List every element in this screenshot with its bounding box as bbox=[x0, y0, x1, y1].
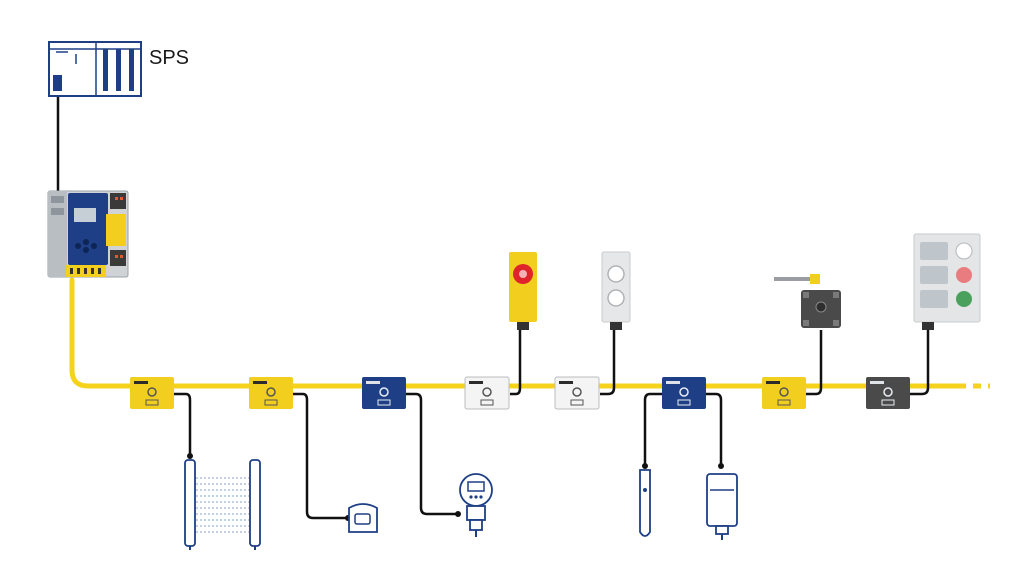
rfid-sensor-icon bbox=[706, 473, 738, 540]
plc-label: SPS bbox=[149, 47, 189, 69]
bus-modules bbox=[130, 376, 910, 410]
io-module-7 bbox=[762, 377, 806, 409]
gateway-controller-icon bbox=[47, 190, 129, 278]
wiring bbox=[56, 96, 990, 521]
io-module-8 bbox=[866, 377, 910, 409]
io-module-2 bbox=[249, 377, 293, 409]
io-module-4 bbox=[464, 376, 510, 410]
pressure-sensor-icon bbox=[459, 473, 493, 537]
io-module-6 bbox=[662, 377, 706, 409]
emergency-stop-icon bbox=[509, 252, 537, 330]
safety-switch-icon bbox=[774, 274, 841, 328]
light-curtain-icon bbox=[184, 459, 261, 550]
main-bus-line bbox=[69, 277, 961, 389]
io-module-1 bbox=[130, 377, 174, 409]
laser-scanner-icon bbox=[348, 503, 378, 533]
plc-rack-icon bbox=[48, 41, 142, 97]
io-module-5 bbox=[554, 376, 600, 410]
control-panel-icon bbox=[913, 233, 981, 330]
magnetic-sensor-icon bbox=[639, 469, 651, 537]
io-module-3 bbox=[362, 377, 406, 409]
pushbutton-station-icon bbox=[601, 251, 631, 330]
